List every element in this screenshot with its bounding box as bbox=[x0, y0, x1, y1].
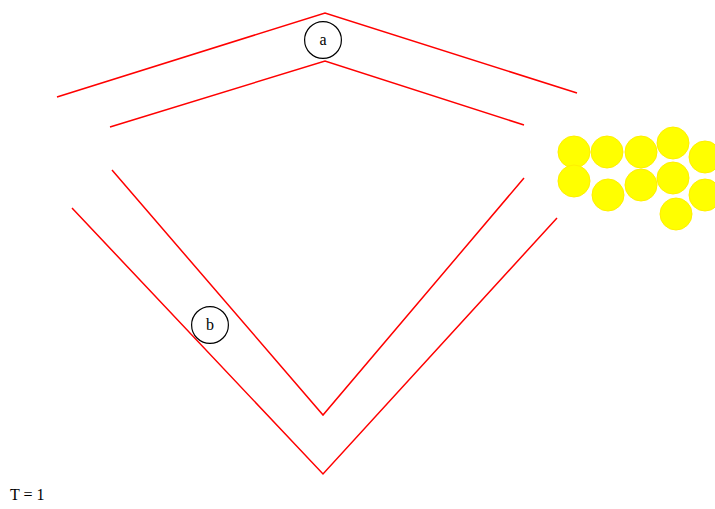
circle-shape bbox=[192, 307, 229, 344]
particle bbox=[657, 162, 689, 194]
channel-wall bbox=[57, 13, 577, 97]
node-circle: a bbox=[304, 21, 342, 59]
particle bbox=[558, 165, 590, 197]
channel-wall bbox=[112, 170, 524, 415]
node-label: b bbox=[206, 317, 214, 333]
particle bbox=[689, 141, 715, 173]
circle-shape bbox=[305, 22, 342, 59]
node-label: a bbox=[319, 32, 326, 48]
channel-wall bbox=[72, 208, 557, 474]
particle bbox=[657, 127, 689, 159]
particle bbox=[558, 136, 590, 168]
time-label: T = 1 bbox=[10, 487, 45, 503]
particle bbox=[625, 169, 657, 201]
channel-wall bbox=[110, 61, 524, 127]
node-circle: b bbox=[191, 306, 229, 344]
particle bbox=[689, 179, 715, 211]
particle bbox=[660, 198, 692, 230]
particle bbox=[591, 136, 623, 168]
particle bbox=[592, 179, 624, 211]
particle bbox=[625, 136, 657, 168]
